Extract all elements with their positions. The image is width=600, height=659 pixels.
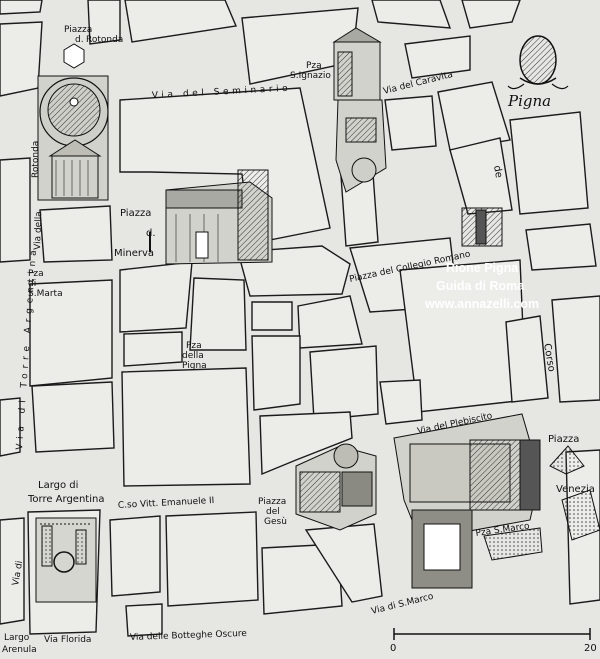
block — [437, 81, 511, 151]
block — [304, 523, 383, 603]
label-pza-pigna-3: Pigna — [182, 361, 207, 371]
block — [505, 315, 549, 403]
palazzo-venezia — [393, 413, 541, 589]
block — [29, 279, 113, 387]
city-blocks — [0, 0, 600, 637]
label-pza-smarta-3: S.Marta — [28, 289, 63, 299]
block — [509, 111, 589, 215]
label-pza-smarta-1: Pza — [28, 269, 44, 279]
label-piazza-rotonda-1: Piazza — [64, 25, 92, 35]
label-via-corso: Corso — [541, 343, 557, 373]
credit-line-2: Guida di Roma — [436, 279, 525, 293]
credit-line-1: Rione Pigna — [446, 261, 519, 275]
label-piazza-rotonda-2: d. — [75, 35, 84, 45]
gesu-church — [295, 443, 377, 531]
label-via-botteghe: Via delle Botteghe Oscure — [130, 629, 248, 643]
label-largo-arenula-1: Largo — [4, 633, 30, 643]
label-piazza-minerva-2: d. — [146, 228, 156, 239]
block — [121, 367, 251, 487]
block — [0, 21, 43, 97]
block — [525, 223, 597, 271]
block — [379, 379, 423, 425]
label-piazza-minerva-3: Minerva — [114, 248, 154, 259]
block — [297, 295, 363, 349]
block — [371, 0, 452, 29]
block — [0, 157, 31, 263]
block — [0, 517, 25, 625]
rotonda-fountain — [63, 43, 85, 69]
block — [551, 295, 600, 403]
block — [189, 277, 247, 351]
block — [461, 0, 521, 29]
label-via-corso-de: de — [491, 165, 504, 179]
minerva-church — [149, 169, 273, 265]
sant-ignazio-church — [332, 27, 387, 193]
block — [39, 205, 113, 263]
label-piazza-venezia-2: Venezia — [556, 484, 595, 495]
scale-bar: 0 20 — [390, 628, 597, 654]
label-largo-argentina-2: Torre Argentina — [27, 494, 104, 505]
block — [109, 515, 161, 597]
block — [251, 335, 301, 411]
block — [384, 95, 437, 151]
label-piazza-venezia-1: Piazza — [548, 434, 579, 445]
label-piazza-gesu-3: Gesù — [264, 517, 287, 527]
block — [259, 411, 353, 476]
label-largo-argentina-1: Largo di — [38, 480, 78, 491]
credit-line-3: www.annazelli.com — [424, 297, 539, 311]
label-piazza-gesu-1: Piazza — [258, 497, 286, 507]
label-piazza-gesu-2: del — [266, 507, 280, 517]
block — [449, 137, 513, 215]
piazza-venezia-gardens — [483, 445, 600, 561]
block — [404, 35, 471, 79]
collegio-tower — [461, 207, 503, 247]
credit-overlay: Rione Pigna Guida di Roma www.annazelli.… — [424, 261, 539, 311]
block — [125, 603, 163, 637]
block — [261, 543, 343, 615]
block — [309, 345, 379, 421]
label-pza-signazio-1: Pza — [306, 61, 322, 71]
label-pza-signazio-2: S.Ignazio — [290, 71, 331, 81]
pantheon-building — [37, 75, 109, 201]
label-pza-pigna-2: della — [182, 351, 204, 361]
pinecone-logo — [507, 35, 569, 90]
brand-title: Pigna — [507, 92, 551, 110]
label-largo-arenula-2: Arenula — [2, 645, 37, 655]
block — [124, 0, 237, 43]
largo-argentina-ruins — [35, 517, 97, 603]
label-via-di: Via di — [11, 560, 25, 586]
label-pza-pigna-1: Pza — [186, 341, 202, 351]
block — [119, 261, 193, 333]
label-pza-smarta-2: di — [28, 279, 36, 289]
block — [123, 331, 183, 367]
block — [87, 0, 121, 45]
label-piazza-minerva-1: Piazza — [120, 208, 151, 219]
label-via-della: Via della — [33, 211, 44, 250]
label-via-florida: Via Florida — [44, 635, 91, 645]
label-via-rotonda: Rotonda — [31, 141, 41, 178]
block — [251, 301, 293, 331]
block — [0, 397, 21, 457]
block — [31, 381, 115, 453]
scale-zero: 0 — [390, 643, 396, 654]
scale-end: 20 — [584, 643, 597, 654]
block — [165, 511, 259, 607]
block — [0, 0, 43, 15]
label-piazza-rotonda-3: Rotonda — [86, 35, 123, 45]
